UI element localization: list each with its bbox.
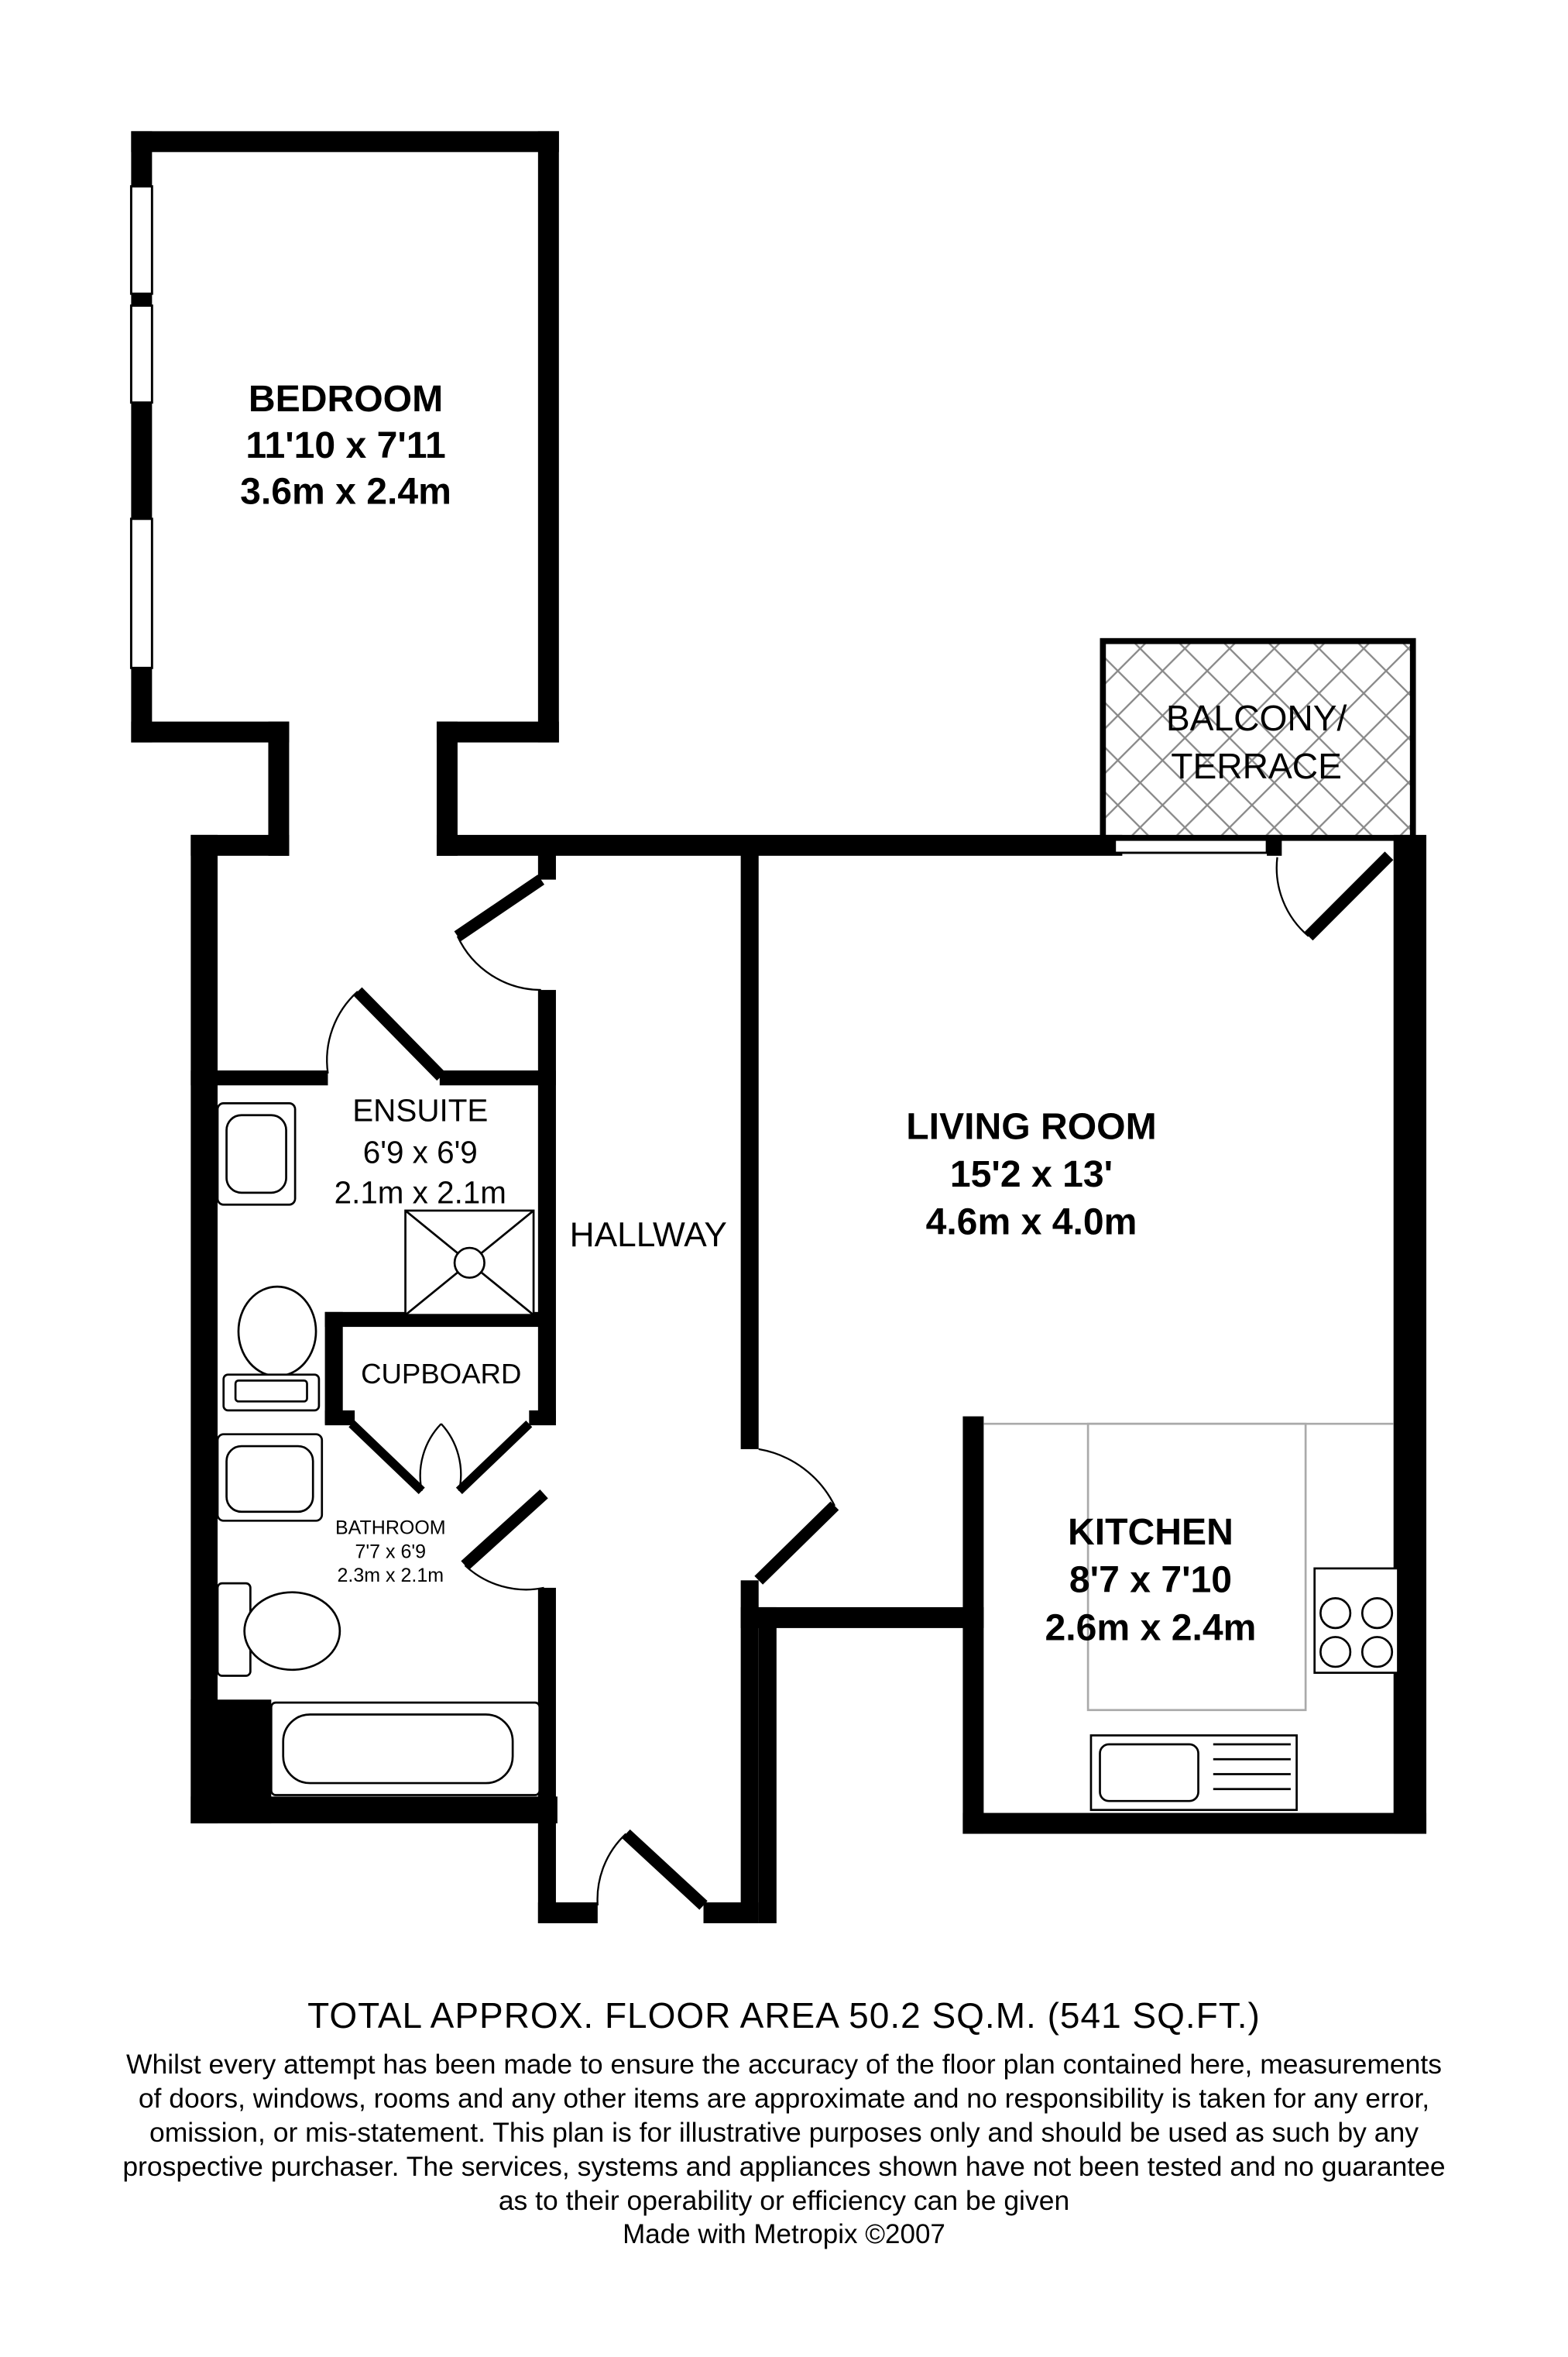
bathroom-imperial: 7'7 x 6'9 [355,1541,426,1562]
disclaimer: Whilst every attempt has been made to en… [14,2047,1555,2218]
floor-plan: BEDROOM 11'10 x 7'11 3.6m x 2.4m BALCONY… [129,131,1427,1924]
room-labels: BEDROOM 11'10 x 7'11 3.6m x 2.4m BALCONY… [240,378,1347,1648]
living-name: LIVING ROOM [906,1106,1156,1148]
footer: TOTAL APPROX. FLOOR AREA 50.2 SQ.M. (541… [0,1995,1568,2252]
fixtures [216,1102,1399,1812]
balcony [1100,637,1416,841]
living-imperial: 15'2 x 13' [950,1153,1113,1195]
ensuite-imperial: 6'9 x 6'9 [363,1134,478,1170]
ensuite-metric: 2.1m x 2.1m [335,1174,506,1210]
balcony-line2: TERRACE [1171,746,1342,786]
bedroom-metric: 3.6m x 2.4m [240,471,451,513]
total-floor-area: TOTAL APPROX. FLOOR AREA 50.2 SQ.M. (541… [307,1995,1261,2036]
disclaimer-line: Whilst every attempt has been made to en… [125,2049,1442,2080]
kitchen-name: KITCHEN [1068,1511,1233,1553]
kitchen-imperial: 8'7 x 7'10 [1069,1559,1232,1601]
disclaimer-line: of doors, windows, rooms and any other i… [138,2083,1430,2114]
door-swings [326,851,1394,1910]
credit: Made with Metropix ©2007 [623,2219,945,2249]
disclaimer-line: prospective purchaser. The services, sys… [122,2151,1446,2182]
disclaimer-line: as to their operability or efficiency ca… [498,2185,1070,2216]
windows [129,185,1268,854]
hallway-name: HALLWAY [570,1216,727,1254]
bedroom-name: BEDROOM [249,378,443,420]
bedroom-imperial: 11'10 x 7'11 [245,424,445,466]
cupboard-name: CUPBOARD [361,1358,521,1390]
bathroom-name: BATHROOM [335,1517,446,1539]
ensuite-toilet-icon [237,1285,317,1377]
ensuite-name: ENSUITE [352,1092,488,1128]
kitchen-metric: 2.6m x 2.4m [1045,1606,1257,1648]
bathroom-metric: 2.3m x 2.1m [337,1565,444,1586]
balcony-line1: BALCONY/ [1166,698,1347,738]
disclaimer-line: omission, or mis-statement. This plan is… [149,2117,1419,2148]
living-metric: 4.6m x 4.0m [926,1201,1137,1243]
